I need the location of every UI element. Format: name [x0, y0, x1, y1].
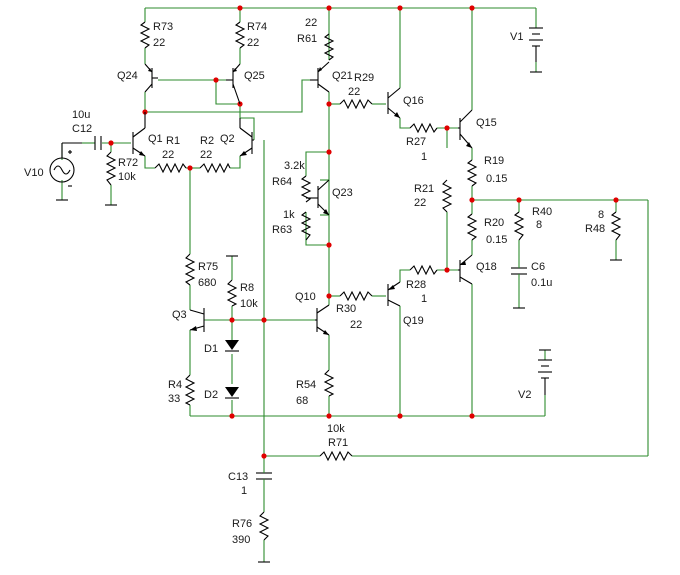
label-r73-value: 22: [153, 37, 165, 49]
label-r63: R63: [272, 224, 292, 236]
label-r71: R71: [328, 437, 348, 449]
diodes: [225, 336, 239, 399]
component-labels: R73 22 R74 22 22 R61 V1 Q24 Q25 Q21 R29 …: [24, 17, 605, 546]
label-c6-value: 0.1u: [531, 277, 552, 289]
label-r21-value: 22: [414, 197, 426, 209]
label-q19: Q19: [403, 315, 424, 327]
label-r64: R64: [272, 176, 292, 188]
label-q3: Q3: [172, 309, 187, 321]
label-d1: D1: [204, 343, 218, 355]
label-r28-value: 1: [421, 293, 427, 305]
label-r21: R21: [414, 183, 434, 195]
transistor-q3: [189, 308, 205, 332]
label-r20-value: 0.15: [486, 234, 507, 246]
label-r72: R72: [118, 157, 138, 169]
label-q16: Q16: [403, 95, 424, 107]
resistors: [105, 21, 622, 541]
transistor-q16: [387, 87, 401, 119]
label-c6: C6: [531, 261, 545, 273]
label-q25: Q25: [244, 70, 265, 82]
label-d2: D2: [204, 389, 218, 401]
label-r1: R1: [166, 135, 180, 147]
label-v1: V1: [510, 31, 523, 43]
transistor-q23: [306, 179, 330, 216]
label-r4-value: 33: [168, 393, 180, 405]
label-q10: Q10: [295, 291, 316, 303]
label-r19-value: 0.15: [486, 173, 507, 185]
source-v10: [49, 142, 82, 187]
label-r40: R40: [532, 206, 552, 218]
label-r2-value: 22: [200, 149, 212, 161]
transistor-q19: [387, 281, 401, 307]
transistor-q25: [226, 63, 241, 105]
label-r30-value: 22: [350, 319, 362, 331]
label-v2: V2: [518, 389, 531, 401]
label-r74: R74: [247, 21, 267, 33]
label-r73: R73: [153, 21, 173, 33]
junction-dots: [108, 5, 619, 459]
label-c13-value: 1: [241, 485, 247, 497]
ground-symbols: [56, 199, 622, 563]
transistor-q21: [310, 61, 330, 93]
label-r75-value: 680: [198, 277, 216, 289]
label-r64-value: 3.2k: [284, 160, 305, 172]
label-r48: R48: [585, 223, 605, 235]
label-r63-value: 1k: [283, 209, 295, 221]
label-r1-value: 22: [162, 149, 174, 161]
label-r4: R4: [168, 379, 182, 391]
label-q2: Q2: [220, 133, 235, 145]
label-r29-value: 22: [348, 86, 360, 98]
transistor-q10: [315, 304, 330, 336]
label-r29: R29: [354, 72, 374, 84]
label-q23: Q23: [332, 187, 353, 199]
label-r75: R75: [198, 261, 218, 273]
label-c12: C12: [72, 123, 92, 135]
transistor-q2: [239, 118, 254, 157]
label-r61: R61: [297, 33, 317, 45]
label-r71-value: 10k: [327, 423, 345, 435]
sources: [49, 27, 552, 395]
label-c13: C13: [228, 471, 248, 483]
label-r40-value: 8: [536, 219, 542, 231]
transistor-q1: [132, 112, 146, 157]
label-v10: V10: [24, 167, 44, 179]
transistor-q15: [458, 109, 473, 149]
label-r27: R27: [406, 136, 426, 148]
label-q21: Q21: [332, 70, 353, 82]
label-r8: R8: [240, 282, 254, 294]
label-q24: Q24: [117, 70, 138, 82]
label-r8-value: 10k: [240, 298, 258, 310]
label-r54-value: 68: [296, 395, 308, 407]
label-r27-value: 1: [421, 151, 427, 163]
source-v1: [529, 27, 543, 73]
label-r76-value: 390: [232, 534, 250, 546]
label-c12-value: 10u: [72, 109, 90, 121]
label-r2: R2: [200, 135, 214, 147]
label-q15: Q15: [476, 117, 497, 129]
label-q1: Q1: [148, 133, 163, 145]
source-v2: [538, 349, 552, 395]
label-r28: R28: [406, 279, 426, 291]
label-r30: R30: [336, 303, 356, 315]
label-r61-value: 22: [305, 17, 317, 29]
label-r20: R20: [484, 217, 504, 229]
label-r54: R54: [296, 379, 316, 391]
label-r48-value: 8: [598, 209, 604, 221]
transistors: [132, 61, 473, 336]
transistor-q18: [458, 254, 473, 285]
label-r19: R19: [484, 155, 504, 167]
label-q18: Q18: [476, 261, 497, 273]
label-r72-value: 10k: [118, 171, 136, 183]
label-r74-value: 22: [247, 37, 259, 49]
capacitors: [94, 136, 527, 490]
label-r76: R76: [232, 518, 252, 530]
transistor-q24: [144, 63, 158, 93]
